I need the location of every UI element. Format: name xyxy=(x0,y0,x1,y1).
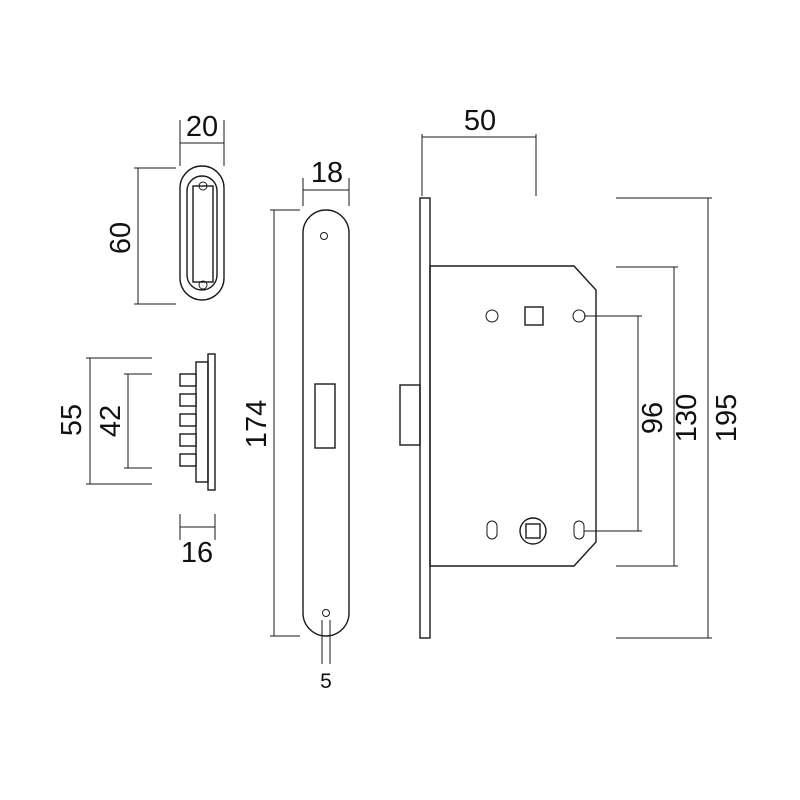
label-side-height-inner: 42 xyxy=(95,405,127,437)
lock-body xyxy=(399,197,597,639)
label-cover-width: 20 xyxy=(186,111,218,143)
label-front-height: 195 xyxy=(711,394,743,442)
dimension-faceplate-width: 18 xyxy=(302,157,350,206)
label-spacing: 96 xyxy=(637,402,669,434)
striker-side-view xyxy=(179,353,216,491)
dimension-side-depth: 16 xyxy=(179,514,216,569)
dimension-backset: 50 xyxy=(421,105,537,196)
label-faceplate-height: 174 xyxy=(241,400,273,448)
label-hole-size: 5 xyxy=(320,670,332,693)
label-cover-height: 60 xyxy=(105,222,137,254)
dimension-cover-height: 60 xyxy=(105,167,176,305)
dimension-case-height: 130 xyxy=(616,266,703,567)
label-faceplate-width: 18 xyxy=(311,157,343,189)
label-side-height-outer: 55 xyxy=(56,404,88,436)
striker-cover xyxy=(179,165,225,301)
label-case-height: 130 xyxy=(671,394,703,442)
faceplate xyxy=(302,209,350,637)
dimension-hole-size: 5 xyxy=(320,620,332,693)
dimension-faceplate-height: 174 xyxy=(241,209,300,637)
label-backset: 50 xyxy=(464,105,496,137)
dimension-cover-width: 20 xyxy=(179,111,225,166)
label-side-depth: 16 xyxy=(181,537,213,569)
dimension-spacing: 96 xyxy=(584,315,669,532)
dimension-front-height: 195 xyxy=(616,197,743,639)
dimension-side-heights: 55 42 xyxy=(56,357,152,485)
